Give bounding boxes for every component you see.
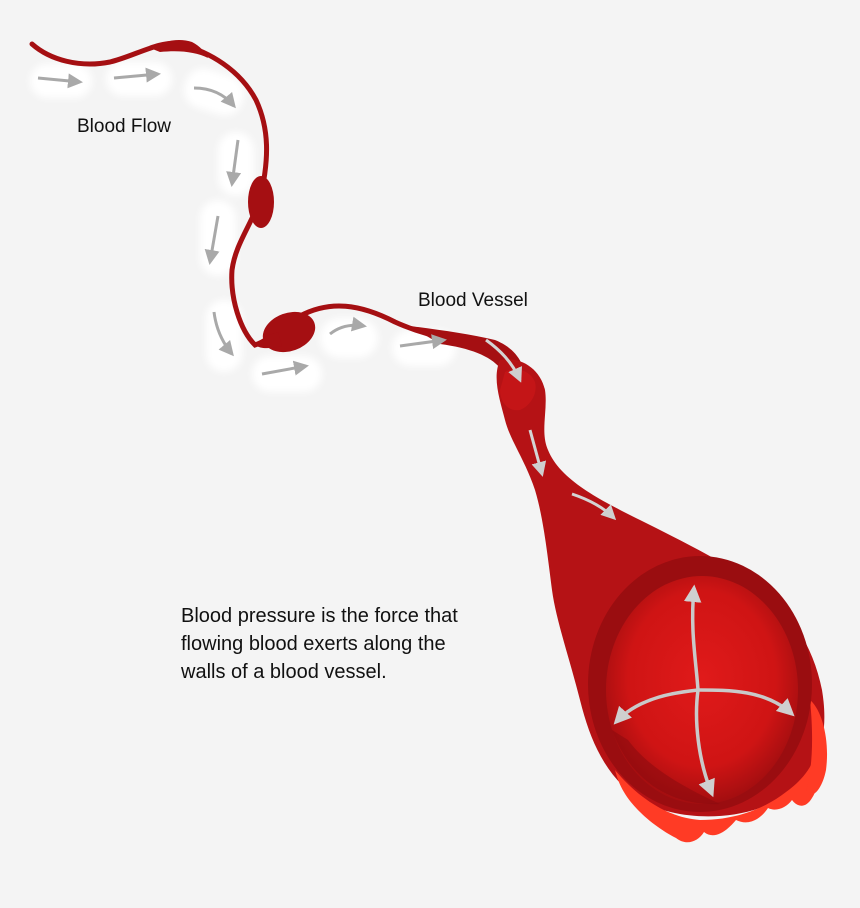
outward-arrow-icon: [694, 689, 715, 798]
definition-caption: Blood pressure is the force that flowing…: [181, 602, 458, 686]
outward-arrow-icon: [697, 688, 795, 717]
arrow-right-icon: [37, 73, 83, 89]
arrow-right-icon: [113, 67, 161, 83]
blood-vessel-label: Blood Vessel: [418, 290, 528, 311]
arrow-right-icon: [528, 429, 547, 477]
pressure-arrows: [613, 584, 795, 798]
arrow-right-icon: [399, 334, 447, 350]
caption-line: flowing blood exerts along the: [181, 633, 446, 655]
flow-arrows: [37, 67, 447, 376]
splash: [615, 700, 828, 843]
caption-line: Blood pressure is the force that: [181, 605, 458, 627]
arrow-right-icon: [329, 316, 367, 336]
caption-line: walls of a blood vessel.: [181, 661, 387, 683]
blood-flow-label: Blood Flow: [77, 116, 171, 137]
arrow-right-icon: [212, 311, 234, 357]
flow-pills: [30, 62, 456, 392]
outward-arrow-icon: [683, 584, 702, 691]
outward-arrow-icon: [613, 688, 699, 725]
vessel-cross-section: [588, 556, 812, 812]
arrow-right-icon: [261, 360, 309, 376]
arrow-right-icon: [193, 86, 236, 109]
arrow-right-icon: [226, 139, 242, 187]
arrow-right-icon: [571, 492, 617, 521]
arrow-right-icon: [204, 215, 220, 265]
thin-vessel: [29, 40, 524, 375]
inner-flow-arrows: [485, 338, 617, 521]
arrow-right-icon: [485, 338, 522, 383]
